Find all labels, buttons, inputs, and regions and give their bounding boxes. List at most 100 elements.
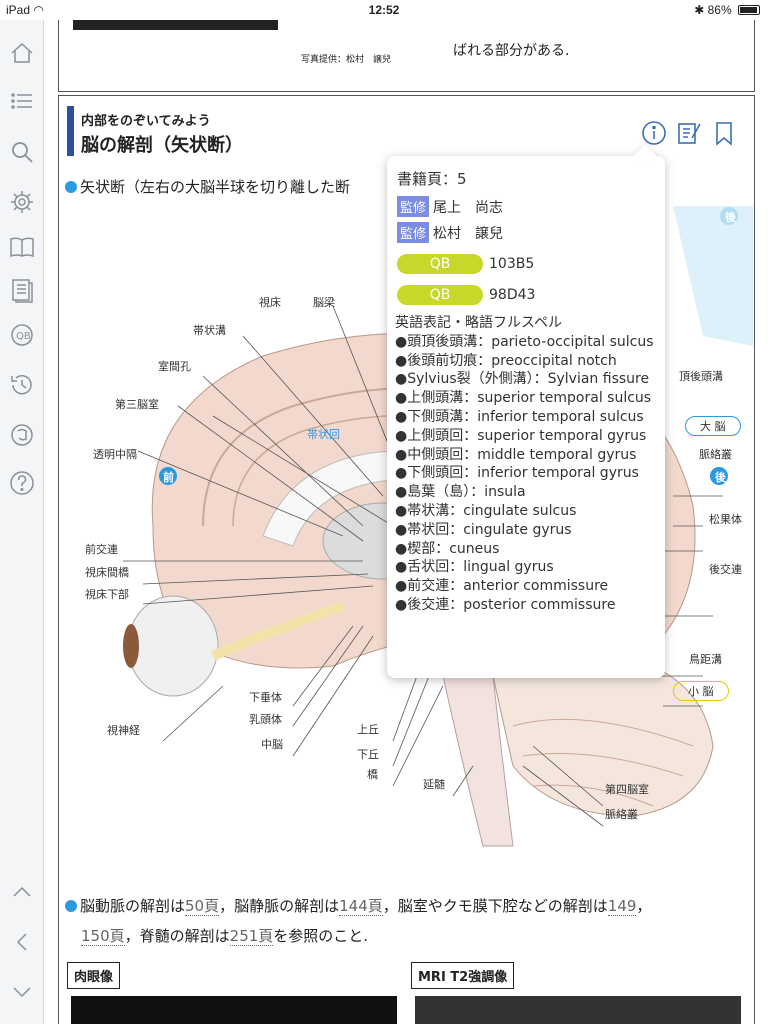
previous-card: 写真提供：松村 譲兒 ばれる部分がある.	[58, 20, 755, 92]
label-thalamus: 視床	[259, 296, 281, 309]
bluetooth-icon: ✱	[694, 3, 705, 17]
clock: 12:52	[368, 3, 400, 17]
qb-badge[interactable]: QB	[397, 254, 483, 274]
battery-status: ✱ 86%	[694, 3, 760, 17]
label-pituitary: 下垂体	[249, 691, 282, 704]
link-page-150[interactable]: 150頁	[81, 927, 125, 946]
reference-footnote: 脳動脈の解剖は50頁，脳静脈の解剖は144頁，脳室やクモ膜下腔などの解剖は149…	[65, 891, 745, 951]
label-anterior-marker: 前	[163, 471, 174, 484]
supervisor-row: 監修尾上 尚志	[397, 196, 503, 217]
list-item: ●帯状回：cingulate gyrus	[395, 521, 572, 538]
list-item: ●帯状溝：cingulate sulcus	[395, 502, 577, 519]
qb-row[interactable]: QB 98D43	[397, 285, 535, 305]
label-corpus-callosum: 脳梁	[313, 296, 335, 309]
section-label: 矢状断（左右の大脳半球を切り離した断	[65, 176, 350, 197]
label-optic-nerve: 視神経	[107, 724, 140, 737]
list-item: ●下側頭溝：inferior temporal sulcus	[395, 408, 644, 425]
mri-image-heading: MRI T2強調像	[411, 962, 515, 989]
label-interthalamic-adhesion: 視床間橋	[85, 566, 129, 579]
photo-caption: 写真提供：松村 譲兒	[301, 55, 392, 65]
home-icon[interactable]	[7, 38, 37, 68]
label-septum-pellucidum: 透明中隔	[93, 448, 137, 461]
device-label: iPad ◠	[6, 3, 44, 17]
list-item: ●舌状回：lingual gyrus	[395, 559, 554, 576]
label-choroid-plexus-lower: 脈絡叢	[605, 808, 638, 821]
link-page-144[interactable]: 144頁	[339, 897, 383, 916]
label-superior-colliculus: 上丘	[357, 723, 379, 736]
supervisor-name: 松村 譲兒	[433, 226, 504, 242]
link-page-149[interactable]: 149	[607, 897, 637, 916]
supervisor-row: 監修松村 譲兒	[397, 222, 503, 243]
supervisor-tag: 監修	[397, 196, 430, 217]
search-icon[interactable]	[7, 137, 37, 167]
photo	[73, 20, 278, 30]
help-icon[interactable]	[7, 468, 37, 498]
gear-icon[interactable]	[7, 187, 37, 217]
battery-percent: 86%	[707, 3, 732, 17]
label-mammillary-body: 乳頭体	[249, 713, 282, 726]
info-icon[interactable]	[641, 120, 667, 146]
chevron-down-icon[interactable]	[7, 977, 37, 1007]
gross-image-heading: 肉眼像	[67, 962, 121, 989]
gross-image[interactable]	[71, 996, 397, 1024]
label-hypothalamus: 視床下部	[85, 588, 129, 601]
bookmark-icon[interactable]	[711, 120, 737, 146]
list-item: ●下側頭回：inferior temporal gyrus	[395, 465, 639, 482]
qb-code[interactable]: 103B5	[489, 256, 535, 272]
label-medulla: 延髄	[423, 778, 445, 791]
list-item: ●Sylvius裂（外側溝）：Sylvian fissure	[395, 371, 650, 388]
list-item: ●島葉（島）：insula	[395, 484, 526, 501]
label-pons: 橋	[367, 768, 378, 781]
label-fourth-ventricle: 第四脳室	[605, 783, 649, 796]
label-parieto-occipital-sulcus: 頂後頭溝	[679, 370, 723, 383]
label-third-ventricle: 第三脳室	[115, 398, 159, 411]
label-anterior-commissure: 前交連	[85, 543, 118, 556]
label-cerebellum: 小 脳	[673, 681, 729, 701]
history-icon[interactable]	[7, 370, 37, 400]
book-icon[interactable]	[7, 232, 37, 262]
sidebar: QB	[0, 20, 44, 1024]
section-eyebrow: 内部をのぞいてみよう	[81, 114, 211, 129]
wifi-icon: ◠	[33, 3, 44, 17]
label-calcarine-sulcus: 鳥距溝	[689, 653, 722, 666]
link-page-251[interactable]: 251頁	[229, 927, 274, 946]
list-item: ●後交連：posterior commissure	[395, 596, 616, 613]
mri-image[interactable]	[415, 996, 741, 1024]
book-page: 書籍頁：5	[397, 170, 467, 188]
list-icon[interactable]	[7, 86, 37, 116]
evernote-icon[interactable]	[7, 420, 37, 450]
status-bar: iPad ◠ 12:52 ✱ 86%	[0, 0, 768, 20]
list-item: ●中側頭回：middle temporal gyrus	[395, 446, 637, 463]
label-interventricular-foramen: 室間孔	[158, 360, 191, 373]
bullet-dot	[65, 181, 77, 193]
list-item: ●前交連：anterior commissure	[395, 578, 609, 595]
list-item: ●楔部：cuneus	[395, 540, 500, 557]
memo-icon[interactable]	[676, 120, 702, 146]
label-posterior-commissure: 後交連	[709, 563, 742, 576]
label-midbrain: 中脳	[261, 738, 283, 751]
abbreviation-list: 英語表記・略語フルスペル ●頭頂後頭溝：parieto-occipital su…	[395, 314, 657, 615]
card-note: ばれる部分がある.	[453, 43, 570, 59]
label-cerebrum: 大 脳	[685, 416, 741, 436]
list-item: ●後頭前切痕：preoccipital notch	[395, 352, 617, 369]
link-page-50[interactable]: 50頁	[185, 897, 220, 916]
qb-icon[interactable]: QB	[7, 320, 37, 350]
battery-icon	[738, 5, 760, 15]
label-cingulate-gyrus: 帯状回	[307, 428, 340, 441]
label-posterior-marker: 後	[715, 471, 726, 484]
title-accent-bar	[67, 106, 74, 156]
qb-code[interactable]: 98D43	[489, 287, 536, 303]
qb-badge[interactable]: QB	[397, 285, 483, 305]
list-item: ●頭頂後頭溝：parieto-occipital sulcus	[395, 333, 654, 350]
list-item: ●上側頭溝：superior temporal sulcus	[395, 390, 652, 407]
chevron-left-icon[interactable]	[7, 927, 37, 957]
chevron-up-icon[interactable]	[7, 877, 37, 907]
label-cingulate-sulcus: 帯状溝	[193, 324, 226, 337]
label-inferior-colliculus: 下丘	[357, 748, 379, 761]
label-pineal-body: 松果体	[709, 513, 742, 526]
label-choroid-plexus: 脈絡叢	[699, 448, 732, 461]
supervisor-tag: 監修	[397, 222, 430, 243]
abbreviation-title: 英語表記・略語フルスペル	[395, 315, 563, 331]
qb-row[interactable]: QB 103B5	[397, 254, 534, 274]
notes-icon[interactable]	[7, 275, 37, 305]
